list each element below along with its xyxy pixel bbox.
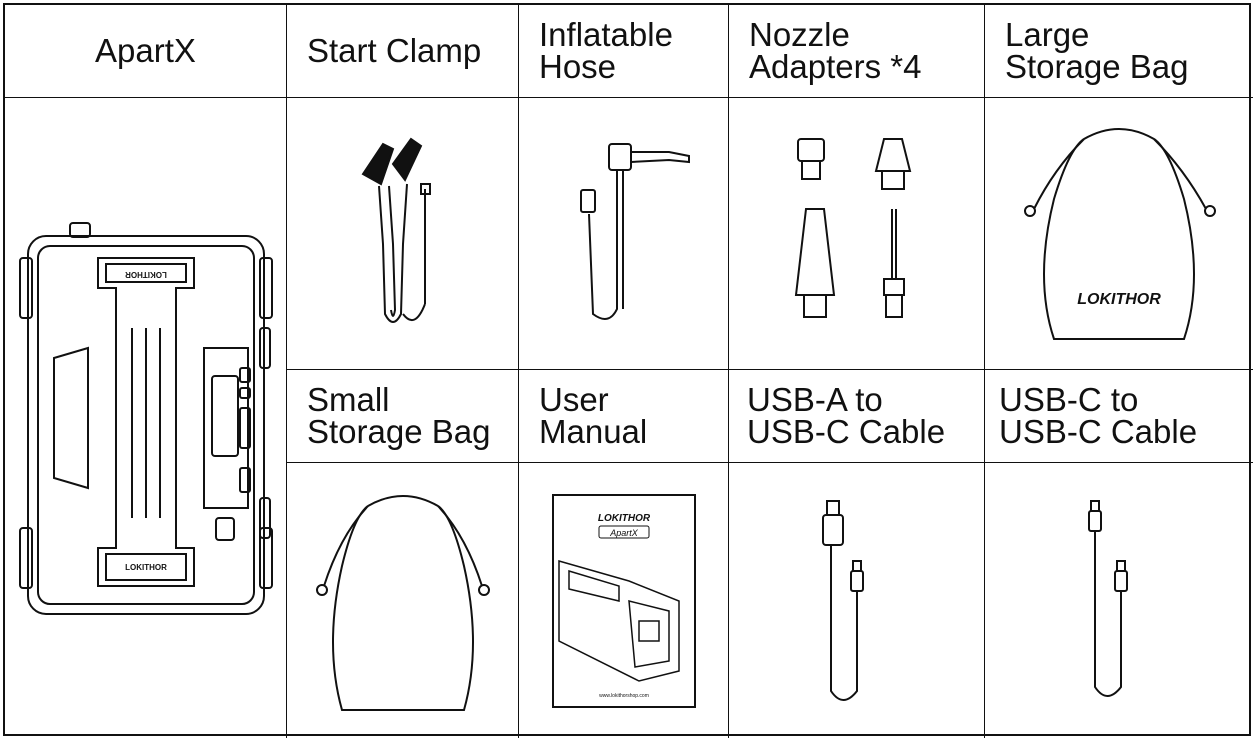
header-user-manual: User Manual (519, 370, 729, 463)
package-contents-table: ApartX Start Clamp Inflatable Hose Nozzl… (3, 3, 1253, 738)
header-inflatable-hose-label: Inflatable Hose (539, 16, 673, 85)
user-manual-drawing: LOKITHOR ApartX www.lokithorshop.com (551, 493, 696, 708)
small-storage-bag-drawing (315, 494, 490, 711)
usb-a-to-c-cable-drawing (821, 499, 864, 701)
manual-logo: LOKITHOR (597, 513, 650, 524)
large-bag-logo: LOKITHOR (1077, 291, 1161, 308)
header-small-storage-bag-label: Small Storage Bag (307, 381, 491, 450)
start-clamp-image-cell (287, 98, 519, 370)
start-clamp-drawing (361, 137, 431, 323)
header-start-clamp-label: Start Clamp (307, 32, 482, 69)
usb-c-to-c-cable-drawing (1088, 499, 1128, 697)
large-storage-bag-image-cell: LOKITHOR (985, 98, 1253, 370)
header-start-clamp: Start Clamp (287, 5, 519, 98)
user-manual-image-cell: LOKITHOR ApartX www.lokithorshop.com (519, 463, 729, 738)
small-storage-bag-image-cell (287, 463, 519, 738)
usb-c-to-c-image-cell (985, 463, 1253, 738)
header-nozzle-adapters-label: Nozzle Adapters *4 (749, 16, 922, 85)
usb-a-to-c-image-cell (729, 463, 985, 738)
header-usb-c-to-c: USB-C to USB-C Cable (985, 370, 1253, 463)
apartx-bottom-logo: LOKITHOR (125, 563, 167, 572)
inflatable-hose-image-cell (519, 98, 729, 370)
apartx-image-cell: LOKITHOR LOKITHOR (5, 98, 287, 738)
nozzle-adapters-drawing (794, 137, 911, 318)
header-usb-a-to-c: USB-A to USB-C Cable (729, 370, 985, 463)
header-apartx: ApartX (5, 5, 287, 98)
manual-product-name: ApartX (609, 528, 639, 538)
header-large-storage-bag-label: Large Storage Bag (1005, 16, 1189, 85)
apartx-top-logo: LOKITHOR (124, 270, 166, 279)
header-apartx-label: ApartX (95, 32, 196, 69)
manual-url: www.lokithorshop.com (599, 693, 649, 699)
header-usb-c-to-c-label: USB-C to USB-C Cable (999, 381, 1198, 450)
header-nozzle-adapters: Nozzle Adapters *4 (729, 5, 985, 98)
header-user-manual-label: User Manual (539, 381, 648, 450)
header-large-storage-bag: Large Storage Bag (985, 5, 1253, 98)
header-usb-a-to-c-label: USB-A to USB-C Cable (747, 381, 946, 450)
header-small-storage-bag: Small Storage Bag (287, 370, 519, 463)
large-storage-bag-drawing: LOKITHOR (1024, 127, 1216, 340)
header-inflatable-hose: Inflatable Hose (519, 5, 729, 98)
apartx-device-drawing: LOKITHOR LOKITHOR (18, 222, 273, 615)
inflatable-hose-drawing (579, 142, 690, 320)
nozzle-adapters-image-cell (729, 98, 985, 370)
